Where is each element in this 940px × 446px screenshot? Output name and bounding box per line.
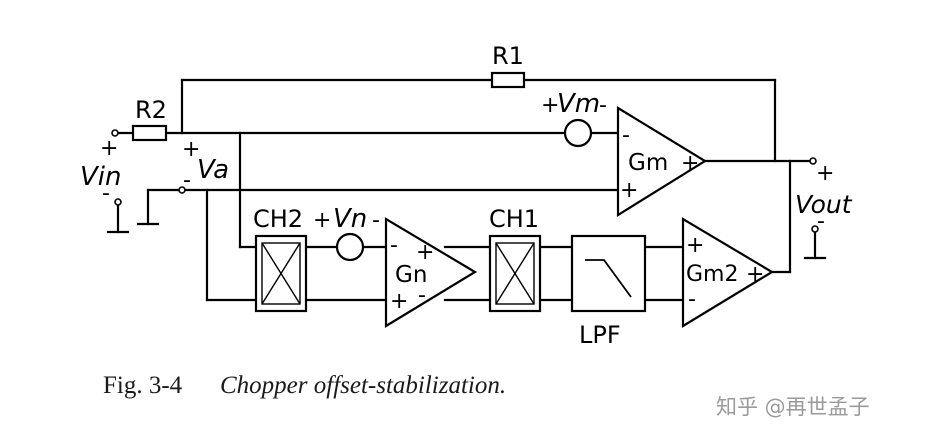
svg-text:-: - (372, 208, 380, 233)
svg-text:+: + (541, 93, 559, 118)
vn-label: Vn (333, 204, 367, 234)
va-label: Va (197, 155, 229, 185)
gm-amplifier (616, 106, 708, 217)
gm2-amplifier (681, 217, 775, 328)
ch2-label: CH2 (253, 205, 303, 233)
wiring (106, 78, 827, 302)
vm-label: Vm (557, 89, 600, 119)
r2-label: R2 (135, 96, 167, 124)
vm-source (563, 118, 593, 148)
vn-source (335, 232, 365, 262)
r1-resistor (490, 71, 526, 89)
svg-text:+: + (416, 240, 434, 265)
svg-text:+: + (620, 178, 638, 203)
svg-text:-: - (183, 168, 191, 193)
watermark: 知乎 @再世孟子 (716, 395, 870, 419)
svg-text:-: - (688, 287, 696, 312)
gm2-label: Gm2 (686, 262, 738, 287)
vout-label: Vout (795, 190, 853, 219)
r2-resistor (131, 124, 168, 142)
ch2-chopper (254, 234, 308, 313)
terminals (111, 129, 819, 233)
figure-number: Fig. 3-4 (103, 372, 183, 399)
svg-text:+: + (100, 136, 118, 161)
vin-terminal (111, 129, 119, 137)
polarity-signs: + - + - + - - + + + - + - - + + - + - + (100, 93, 834, 314)
lpf-block (570, 234, 647, 313)
svg-text:+: + (182, 137, 200, 162)
figure-caption: Chopper offset-stabilization. (220, 372, 506, 399)
svg-text:-: - (102, 181, 110, 206)
svg-text:+: + (686, 233, 704, 258)
ch1-chopper (488, 234, 542, 313)
lpf-label: LPF (579, 321, 621, 349)
vout-ground-terminal (811, 225, 819, 233)
ch1-label: CH1 (489, 205, 539, 233)
svg-text:-: - (390, 233, 398, 258)
svg-text:-: - (817, 209, 825, 234)
gm-label: Gm (628, 150, 668, 176)
vout-terminal (809, 157, 817, 165)
svg-text:+: + (390, 289, 408, 314)
svg-text:+: + (816, 161, 834, 186)
va-minus-terminal (178, 186, 186, 194)
gn-amplifier (384, 217, 478, 328)
svg-text:-: - (418, 283, 426, 308)
vin-ground-terminal (114, 198, 122, 206)
gn-label: Gn (395, 262, 427, 288)
r1-label: R1 (492, 42, 524, 70)
vin-label: Vin (80, 162, 122, 192)
svg-text:+: + (681, 151, 699, 176)
svg-text:+: + (746, 262, 764, 287)
svg-text:-: - (622, 123, 630, 148)
svg-text:+: + (313, 208, 331, 233)
svg-text:-: - (599, 93, 607, 118)
